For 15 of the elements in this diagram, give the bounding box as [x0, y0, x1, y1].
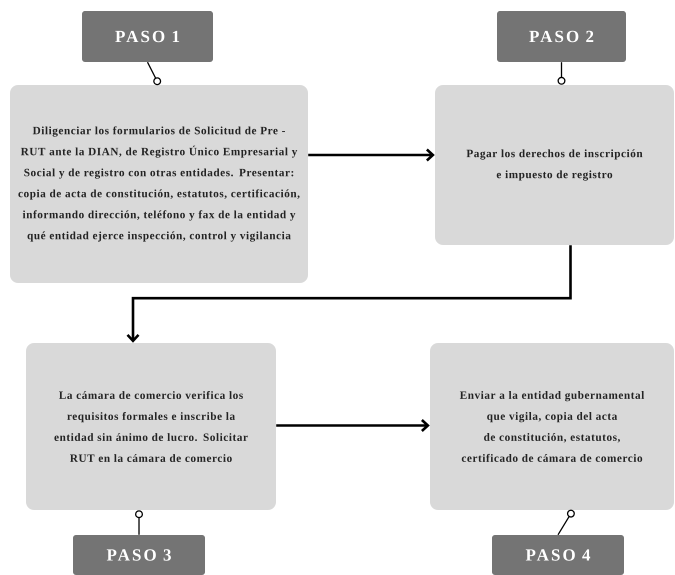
arrow — [276, 419, 430, 432]
process-box: Enviar a la entidad gubernamental que vigila, copia del acta de constitución, estatutos, certificado de cámara de comercio — [430, 343, 674, 510]
process-box: Diligenciar los formularios de Solicitud de Pre - RUT ante la DIAN, de Registro Único Empresarial y Social y de registro con otras entidades. Presentar: copia de acta de constitución, estatutos, certificación, informando dirección, teléfono y fax de la entidad y qué entidad ejerce inspección, control y vigilancia — [10, 85, 308, 283]
arrow — [308, 148, 435, 162]
step-label-box: PASO 4 — [492, 535, 624, 575]
connector-line — [135, 510, 143, 535]
process-box: La cámara de comercio verifica los requisitos formales e inscribe la entidad sin ánimo de lucro. Solicitar RUT en la cámara de comercio — [26, 343, 276, 510]
connector-line — [558, 62, 566, 85]
arrow — [126, 245, 572, 343]
step-label-box: PASO 2 — [497, 11, 626, 62]
connector-line — [557, 510, 575, 536]
step-label-box: PASO 3 — [73, 535, 205, 575]
step-label-box: PASO 1 — [82, 11, 213, 62]
process-box: Pagar los derechos de inscripción e impuesto de registro — [435, 85, 674, 245]
connector-line — [146, 62, 162, 86]
